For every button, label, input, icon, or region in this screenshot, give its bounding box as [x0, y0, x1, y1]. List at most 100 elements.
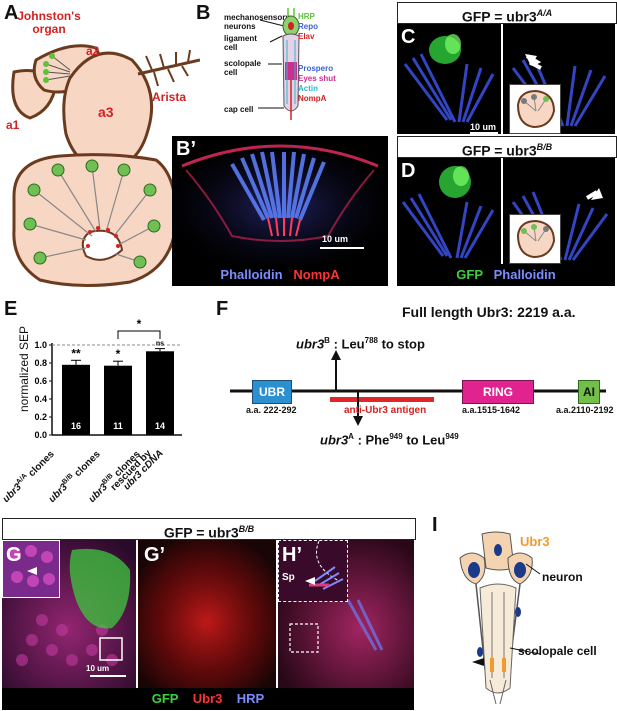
- panel-gh-title-text: GFP = ubr3: [163, 524, 239, 541]
- panel-label-g: G: [6, 544, 22, 566]
- ubr3-label-i: Ubr3: [520, 534, 550, 549]
- panel-label-b: B: [196, 2, 211, 24]
- legend-prospero: Prospero: [298, 64, 334, 73]
- panel-label-e: E: [4, 298, 18, 320]
- ubr3a-mid: to Leu: [402, 432, 446, 448]
- panel-gh-caption: GFP Ubr3 HRP: [2, 688, 414, 710]
- bar-n-label: 14: [155, 421, 165, 431]
- legend-hrp: HRP: [298, 12, 315, 21]
- panel-label-d: D: [401, 160, 416, 182]
- xlabel-2-rest: clones: [70, 448, 103, 482]
- bar: [146, 351, 174, 435]
- panel-c-image-left: C: [397, 24, 501, 134]
- y-tick-label: 0.4: [34, 394, 47, 404]
- panel-d-title: GFP = ubr3B/B: [397, 136, 617, 159]
- cap-cell-label: cap cell: [224, 105, 254, 114]
- ligament-label: ligament: [224, 34, 257, 43]
- y-tick-label: 0.2: [34, 412, 47, 422]
- neurons-label: neurons: [224, 22, 256, 31]
- chart-ylabel: normalized SEP: [17, 325, 31, 413]
- panel-bp-image: B’ 10 um: [172, 136, 388, 264]
- y-tick-label: 0.6: [34, 376, 47, 386]
- ring-aa-label: a.a.1515-1642: [462, 405, 521, 415]
- ubr3a-num: 949: [389, 432, 403, 441]
- ubr3b-main: ubr3: [296, 336, 325, 352]
- ubr3a-mutation: ubr3A : Phe949 to Leu949: [320, 432, 459, 447]
- g-scale-label: 10 um: [86, 664, 110, 673]
- panel-g-image: G 10 um: [2, 540, 136, 688]
- scolopidium-diagram: [258, 8, 300, 120]
- significance-label: ns: [156, 341, 164, 348]
- significance-label: **: [71, 346, 81, 360]
- panel-g-inset: [2, 540, 60, 598]
- ubr3-domain-diagram: [230, 350, 606, 426]
- bar: [104, 365, 132, 435]
- antenna-diagram: [11, 44, 200, 288]
- ubr3a-main: ubr3: [320, 432, 349, 448]
- significance-bracket: [117, 330, 161, 339]
- nompa-label: NompA: [293, 267, 340, 282]
- panel-gh-title-sup: B/B: [238, 524, 255, 534]
- legend-repo: Repo: [298, 22, 318, 31]
- ubr3b-num: 788: [364, 336, 378, 345]
- scolopale-cell-label-i: scolopale cell: [518, 644, 597, 658]
- ubr-domain: UBR: [252, 380, 292, 404]
- a3-label: a3: [98, 104, 114, 120]
- panel-d-title-sup: B/B: [536, 142, 553, 152]
- panel-label-i: I: [432, 514, 438, 536]
- panel-d-image-left: D: [397, 158, 501, 264]
- arista-label: Arista: [152, 90, 187, 104]
- sp-label: Sp: [282, 572, 295, 583]
- c-scale-label: 10 um: [470, 122, 497, 132]
- y-tick-label: 1.0: [34, 340, 47, 350]
- ubr3a-sup: A: [348, 432, 354, 441]
- bar-n-label: 16: [71, 421, 81, 431]
- ubr-aa-label: a.a. 222-292: [246, 405, 297, 415]
- scolopale-cell-label: cell: [224, 68, 238, 77]
- ring-domain: RING: [462, 380, 534, 404]
- mechanosensory-label: mechanosensory: [224, 13, 290, 22]
- y-tick-label: 0.0: [34, 430, 47, 440]
- bp-scale-label: 10 um: [322, 234, 349, 244]
- panel-label-f: F: [216, 298, 229, 320]
- panel-c-title-text: GFP = ubr3: [461, 8, 537, 25]
- antigen-label: anti-Ubr3 antigen: [344, 405, 427, 416]
- bracket-star: *: [137, 317, 142, 331]
- significance-label: *: [116, 347, 121, 361]
- ligament-cell-label: cell: [224, 43, 238, 52]
- panel-hp-image: H’ Sp: [278, 540, 414, 688]
- a1-label: a1: [6, 118, 20, 132]
- panel-label-bp: B’: [176, 138, 196, 160]
- johnstons-organ-label: Johnston's organ: [17, 9, 81, 36]
- panel-label-gp: G’: [144, 544, 166, 566]
- ubr3b-sup: B: [324, 336, 330, 345]
- panel-gp-image: G’: [138, 540, 276, 688]
- panel-label-hp: H’: [282, 544, 302, 566]
- gfp-label-gh: GFP: [151, 691, 179, 706]
- legend-nompa: NompA: [298, 94, 327, 103]
- phalloidin-label: Phalloidin: [220, 267, 283, 282]
- panel-cd-caption: GFP Phalloidin: [397, 264, 615, 286]
- ubr3a-rest: : Phe: [353, 432, 390, 448]
- panel-d-image-right: [503, 158, 615, 264]
- bar: [62, 364, 90, 435]
- phalloidin-label-cd: Phalloidin: [493, 267, 556, 282]
- panel-bp-caption: Phalloidin NompA: [172, 264, 388, 286]
- c-scale-bar: [470, 132, 498, 134]
- legend-eyes-shut: Eyes shut: [298, 74, 336, 83]
- y-tick-label: 0.8: [34, 358, 47, 368]
- gfp-label: GFP: [456, 267, 483, 282]
- ubr3b-end: to stop: [377, 336, 425, 352]
- hrp-label-gh: HRP: [236, 691, 265, 706]
- ubr3-full-length-title: Full length Ubr3: 2219 a.a.: [402, 304, 576, 320]
- panel-gh-title: GFP = ubr3B/B: [2, 518, 416, 541]
- scolopale-label: scolopale: [224, 59, 261, 68]
- ubr3b-mutation: ubr3B : Leu788 to stop: [296, 336, 425, 351]
- panel-b-legend: HRP Repo Elav Prospero Eyes shut Actin N…: [298, 12, 358, 104]
- panel-label-c: C: [401, 26, 416, 48]
- panel-label-a: A: [4, 2, 19, 24]
- panel-d-inset: [509, 214, 561, 264]
- panel-d-title-text: GFP = ubr3: [461, 142, 537, 159]
- panel-c-title: GFP = ubr3A/A: [397, 2, 617, 25]
- a2-label: a2: [86, 44, 100, 58]
